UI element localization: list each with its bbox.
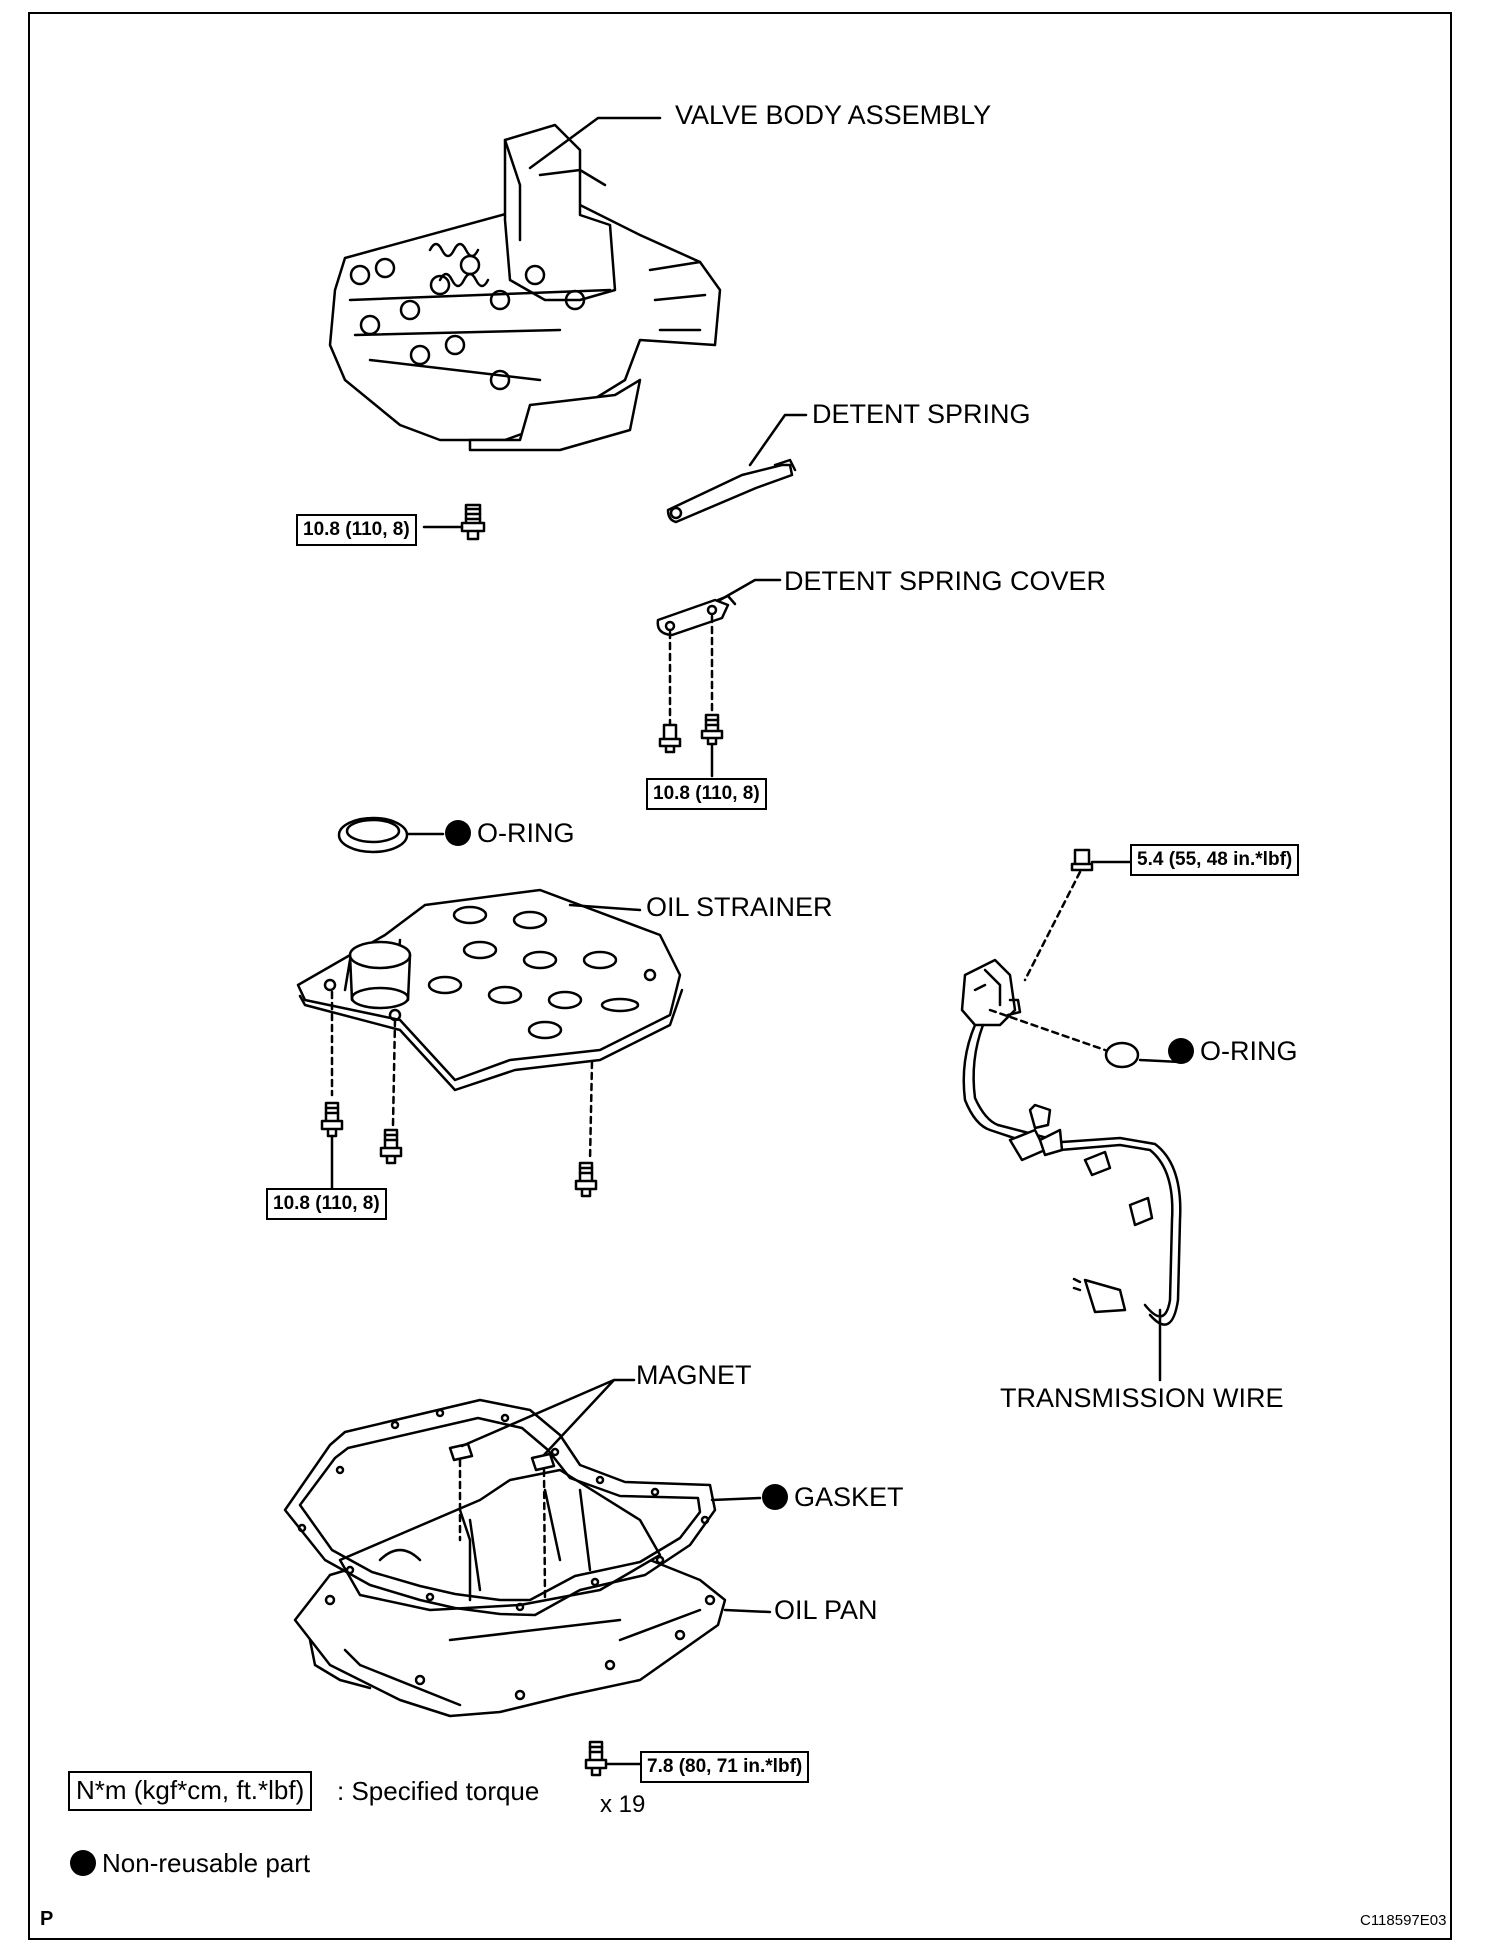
leader-detent-spring-cover (718, 578, 782, 602)
nonreusable-marker-icon (70, 1850, 96, 1876)
label-o-ring-right: O-RING (1168, 1038, 1298, 1065)
nonreusable-marker-icon (1168, 1038, 1194, 1064)
oil-pan-bolt-count: x 19 (600, 1791, 646, 1818)
leader-oil-strainer (568, 903, 642, 912)
leader-valve-body (528, 116, 662, 170)
label-detent-spring-cover: DETENT SPRING COVER (784, 566, 1107, 596)
o-ring-right-drawing (1104, 1041, 1140, 1069)
label-transmission-wire: TRANSMISSION WIRE (1000, 1383, 1284, 1413)
gasket-drawing (283, 1398, 717, 1617)
figure-id: C118597E03 (1360, 1912, 1447, 1929)
torque-valve-body-bolt: 10.8 (110, 8) (296, 514, 417, 546)
o-ring-left-drawing (337, 816, 409, 854)
transmission-wire-drawing (960, 848, 1182, 1326)
leader-detent-spring (748, 413, 808, 467)
oil-strainer-bolts-drawing (320, 1101, 598, 1198)
label-o-ring-left: O-RING (445, 820, 575, 847)
label-gasket: GASKET (762, 1484, 904, 1511)
leader-gasket (710, 1496, 762, 1502)
valve-body-assembly-drawing (328, 123, 722, 452)
leader-magnet (460, 1378, 636, 1457)
legend-nonreusable: Non-reusable part (70, 1850, 310, 1876)
torque-oil-pan-bolt: 7.8 (80, 71 in.*lbf) (640, 1751, 810, 1783)
label-oil-pan: OIL PAN (774, 1595, 878, 1625)
leader-oil-pan (723, 1608, 772, 1614)
torque-strainer-bolt: 10.8 (110, 8) (266, 1188, 387, 1220)
nonreusable-marker-icon (445, 820, 471, 846)
detent-spring-cover-drawing (656, 594, 737, 637)
legend-torque-box: N*m (kgf*cm, ft.*lbf) (68, 1771, 313, 1811)
diagram-frame (28, 12, 1452, 1940)
label-detent-spring: DETENT SPRING (812, 399, 1031, 429)
nonreusable-marker-icon (762, 1484, 788, 1510)
valve-body-bolt-drawing (460, 503, 486, 541)
torque-wire-bolt: 5.4 (55, 48 in.*lbf) (1130, 844, 1300, 876)
torque-detent-cover-bolt: 10.8 (110, 8) (646, 778, 767, 810)
footer-left-code: P (40, 1908, 54, 1930)
oil-strainer-drawing (296, 888, 684, 1092)
label-oil-strainer: OIL STRAINER (646, 892, 833, 922)
oil-pan-bolt-drawing (584, 1740, 608, 1777)
detent-cover-bolts-drawing (658, 713, 724, 754)
label-valve-body-assembly: VALVE BODY ASSEMBLY (675, 100, 992, 130)
label-magnet: MAGNET (636, 1360, 752, 1390)
magnets-drawing (448, 1442, 556, 1602)
legend-torque-text: : Specified torque (337, 1776, 540, 1806)
detent-spring-drawing (666, 458, 797, 524)
